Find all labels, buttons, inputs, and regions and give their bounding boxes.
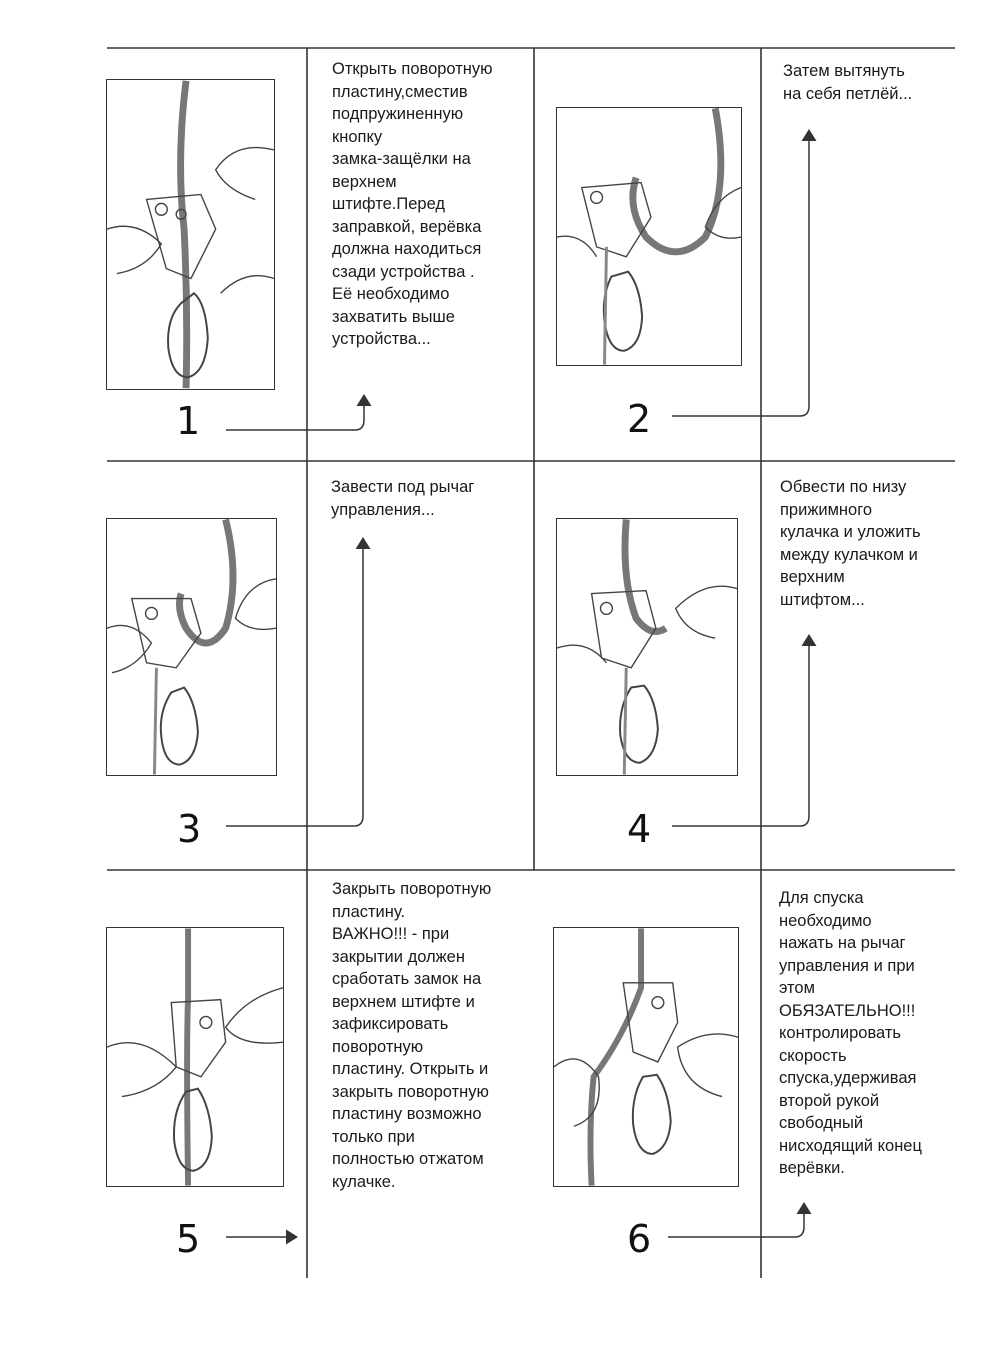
step-6-text: Для спуска необходимо нажать на рычаг уп…: [779, 887, 954, 1180]
step-5-illustration: [106, 927, 284, 1187]
step-3-text: Завести под рычаг управления...: [331, 476, 526, 521]
step-number-3: 3: [177, 810, 201, 848]
arrow-step-6: [668, 1208, 804, 1237]
step-1-text: Открыть поворотную пластину,сместив подп…: [332, 58, 527, 351]
step-number-1: 1: [176, 402, 200, 440]
step-6-illustration: [553, 927, 739, 1187]
step-number-4: 4: [627, 810, 651, 848]
step-5-text: Закрыть поворотную пластину. ВАЖНО!!! - …: [332, 878, 530, 1193]
step-number-2: 2: [627, 400, 651, 438]
step-2-text: Затем вытянуть на себя петлёй...: [783, 60, 953, 105]
step-4-illustration: [556, 518, 738, 776]
step-number-5: 5: [176, 1220, 200, 1258]
step-1-illustration: [106, 79, 275, 390]
arrow-step-1: [226, 400, 364, 430]
step-4-text: Обвести по низу прижимного кулачка и уло…: [780, 476, 955, 611]
step-number-6: 6: [627, 1220, 651, 1258]
step-3-illustration: [106, 518, 277, 776]
step-2-illustration: [556, 107, 742, 366]
